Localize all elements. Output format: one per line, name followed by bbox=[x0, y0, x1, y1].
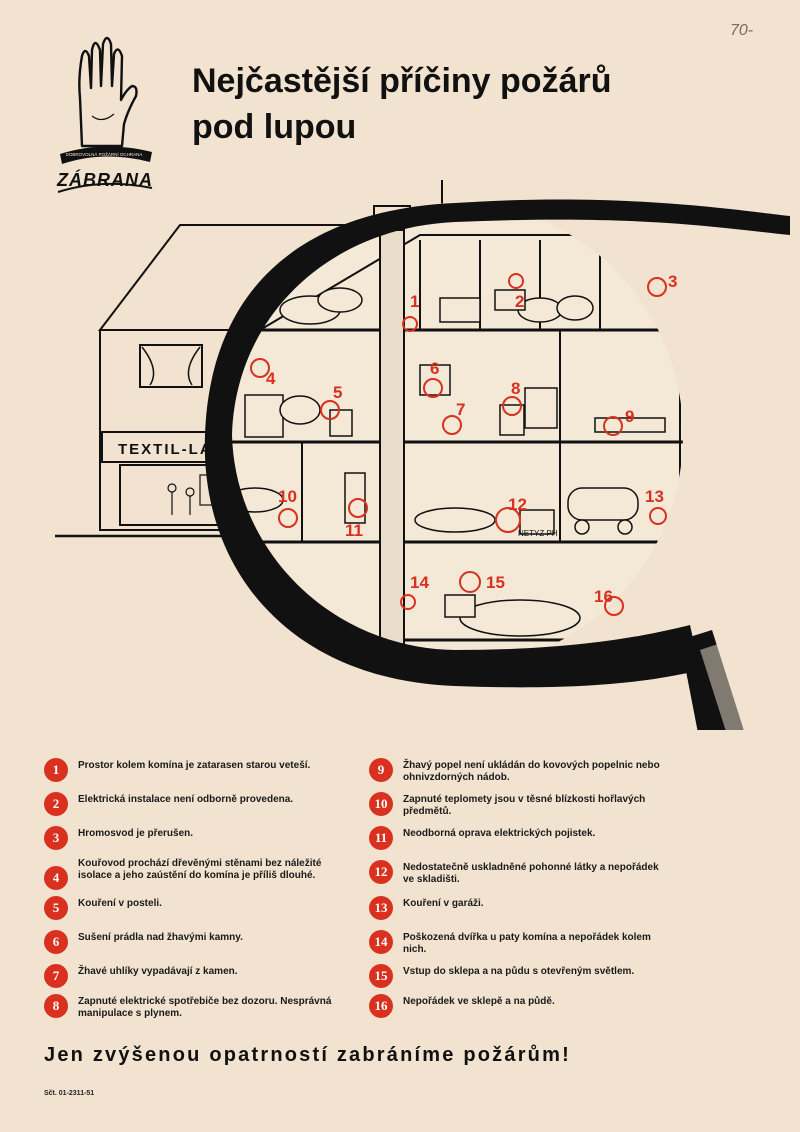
legend-text: Neodborná oprava elektrických pojistek. bbox=[403, 828, 596, 839]
title-line-2: pod lupou bbox=[192, 108, 357, 146]
legend-text: Sušení prádla nad žhavými kamny. bbox=[78, 932, 243, 943]
marker-5: 5 bbox=[333, 383, 342, 402]
number-badge: 11 bbox=[369, 826, 393, 850]
number-badge: 3 bbox=[44, 826, 68, 850]
legend-item: 13 Kouření v garáži. bbox=[369, 896, 669, 920]
marker-11: 11 bbox=[345, 521, 363, 540]
marker-8: 8 bbox=[511, 379, 520, 398]
number-badge: 1 bbox=[44, 758, 68, 782]
legend-item: 9 Žhavý popel není ukládán do kovových po… bbox=[369, 758, 669, 784]
marker-4: 4 bbox=[266, 369, 276, 388]
number-badge: 6 bbox=[44, 930, 68, 954]
legend-text: Vstup do sklepa a na půdu s otevřeným sv… bbox=[403, 966, 635, 977]
marker-16: 16 bbox=[594, 587, 613, 606]
legend-item: 15 Vstup do sklepa a na půdu s otevřeným … bbox=[369, 964, 669, 988]
title-line-1: Nejčastější příčiny požárů bbox=[192, 62, 612, 100]
number-badge: 10 bbox=[369, 792, 393, 816]
legend-item: 6 Sušení prádla nad žhavými kamny. bbox=[44, 930, 344, 954]
number-badge: 4 bbox=[44, 866, 68, 890]
legend-text: Elektrická instalace není odborně proved… bbox=[78, 794, 294, 805]
number-badge: 15 bbox=[369, 964, 393, 988]
number-badge: 2 bbox=[44, 792, 68, 816]
shop-sign: TEXTIL-LA bbox=[118, 441, 213, 458]
legend-text: Nedostatečně uskladněné pohonné látky a … bbox=[403, 862, 659, 885]
logo-text: ZÁBRANA bbox=[57, 170, 153, 190]
magnifier-handle bbox=[680, 630, 785, 950]
magnifier-illustration: TEXTIL-LA bbox=[0, 170, 800, 950]
legend-item: 7 Žhavé uhlíky vypadávají z kamen. bbox=[44, 964, 344, 988]
archive-mark: 70- bbox=[730, 22, 754, 39]
marker-12: 12 bbox=[508, 495, 527, 514]
legend-item: 5 Kouření v posteli. bbox=[44, 896, 344, 920]
legend-text: Zapnuté teplomety jsou v těsné blízkosti… bbox=[403, 794, 646, 817]
marker-7: 7 bbox=[456, 400, 465, 419]
attic-clutter bbox=[279, 287, 594, 325]
print-code: Sčt. 01-2311-51 bbox=[44, 1090, 95, 1097]
number-badge: 5 bbox=[44, 896, 68, 920]
legend-text: Kouřovod prochází dřevěnými stěnami bez … bbox=[78, 858, 322, 881]
raised-hand-icon bbox=[57, 36, 153, 193]
slogan: Jen zvýšenou opatrností zabráníme požárů… bbox=[44, 1044, 571, 1066]
legend-item: 16 Nepořádek ve sklepě a na půdě. bbox=[369, 994, 669, 1018]
crate-label: NETYZ PH bbox=[518, 529, 558, 538]
number-badge: 12 bbox=[369, 860, 393, 884]
number-badge: 13 bbox=[369, 896, 393, 920]
house-under-magnifier: TEXTIL-LA bbox=[55, 180, 791, 950]
poster-title: Nejčastější příčiny požárů pod lupou bbox=[192, 58, 712, 150]
marker-14: 14 bbox=[410, 573, 429, 592]
interior-objects bbox=[227, 364, 666, 637]
logo-subtitle: DOBROVOLNÁ POŽÁRNÍ OCHRANA bbox=[65, 152, 143, 157]
marker-2: 2 bbox=[515, 292, 524, 311]
legend-item: 14 Poškozená dvířka u paty komína a nepoř… bbox=[369, 930, 669, 956]
marker-13: 13 bbox=[645, 487, 664, 506]
number-badge: 9 bbox=[369, 758, 393, 782]
legend-item: 3 Hromosvod je přerušen. bbox=[44, 826, 344, 850]
number-badge: 14 bbox=[369, 930, 393, 954]
legend-item: 2 Elektrická instalace není odborně prove… bbox=[44, 792, 344, 816]
marker-6: 6 bbox=[430, 359, 439, 378]
number-badge: 8 bbox=[44, 994, 68, 1018]
legend-text: Zapnuté elektrické spotřebiče bez dozoru… bbox=[78, 996, 332, 1019]
legend-text: Žhavý popel není ukládán do kovových pop… bbox=[403, 760, 660, 783]
hazard-markers: 1 2 3 4 5 6 7 8 9 10 11 12 13 14 15 16 bbox=[250, 272, 677, 616]
legend-text: Hromosvod je přerušen. bbox=[78, 828, 194, 839]
number-badge: 16 bbox=[369, 994, 393, 1018]
marker-1: 1 bbox=[410, 292, 419, 311]
legend-item: 10 Zapnuté teplomety jsou v těsné blízkos… bbox=[369, 792, 669, 818]
marker-3: 3 bbox=[668, 272, 677, 291]
legend-text: Kouření v garáži. bbox=[403, 898, 484, 909]
marker-15: 15 bbox=[486, 573, 505, 592]
legend-text: Prostor kolem komína je zatarasen starou… bbox=[78, 760, 311, 771]
legend-item: 8 Zapnuté elektrické spotřebiče bez dozor… bbox=[44, 994, 344, 1020]
legend-item: 11 Neodborná oprava elektrických pojistek… bbox=[369, 826, 669, 850]
marker-9: 9 bbox=[625, 407, 634, 426]
zabrana-logo: DOBROVOLNÁ POŽÁRNÍ OCHRANA ZÁBRANA bbox=[52, 28, 157, 198]
marker-10: 10 bbox=[278, 487, 297, 506]
legend-text: Kouření v posteli. bbox=[78, 898, 162, 909]
legend-text: Poškozená dvířka u paty komína a nepořád… bbox=[403, 932, 651, 955]
legend-text: Nepořádek ve sklepě a na půdě. bbox=[403, 996, 555, 1007]
legend-item: 1 Prostor kolem komína je zatarasen staro… bbox=[44, 758, 344, 782]
legend-item: 12 Nedostatečně uskladněné pohonné látky … bbox=[369, 860, 669, 886]
number-badge: 7 bbox=[44, 964, 68, 988]
legend-text: Žhavé uhlíky vypadávají z kamen. bbox=[78, 966, 238, 977]
legend-item: 4 Kouřovod prochází dřevěnými stěnami bez… bbox=[44, 856, 344, 890]
causes-legend: 1 Prostor kolem komína je zatarasen staro… bbox=[44, 752, 684, 1032]
